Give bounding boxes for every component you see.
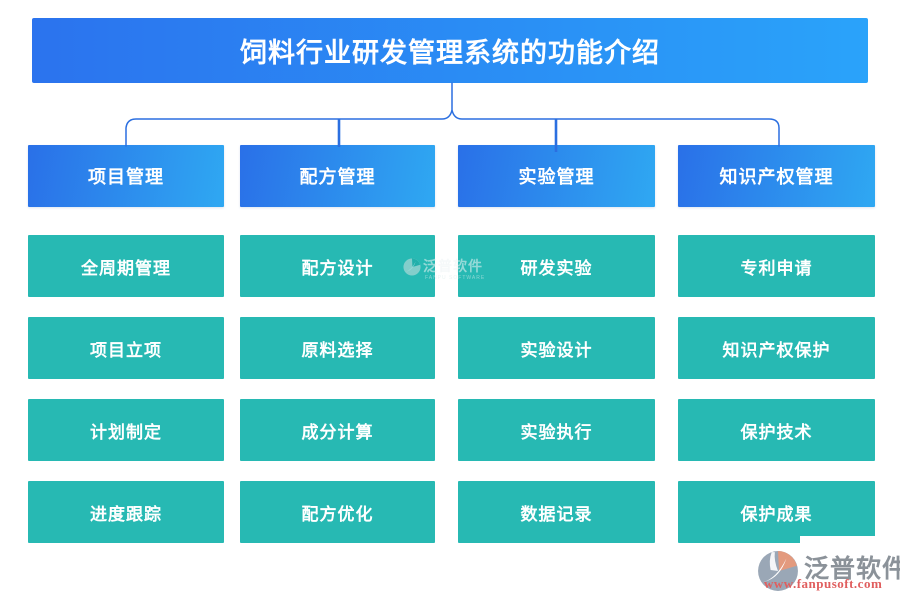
feature-box: 实验设计 (458, 317, 655, 379)
branch-header-3: 实验管理 (458, 145, 655, 207)
feature-box: 进度跟踪 (28, 481, 224, 543)
fanpu-logo-icon (758, 551, 798, 591)
feature-box: 实验执行 (458, 399, 655, 461)
feature-box: 全周期管理 (28, 235, 224, 297)
feature-box: 数据记录 (458, 481, 655, 543)
branch-header-4: 知识产权管理 (678, 145, 875, 207)
feature-box: 研发实验 (458, 235, 655, 297)
page-title: 饲料行业研发管理系统的功能介绍 (32, 18, 868, 83)
feature-box: 知识产权保护 (678, 317, 875, 379)
branch-header-2: 配方管理 (240, 145, 435, 207)
feature-box: 配方设计 (240, 235, 435, 297)
feature-box: 计划制定 (28, 399, 224, 461)
feature-box: 原料选择 (240, 317, 435, 379)
feature-box: 专利申请 (678, 235, 875, 297)
logo-backdrop (800, 536, 900, 600)
feature-box: 保护技术 (678, 399, 875, 461)
feature-box: 项目立项 (28, 317, 224, 379)
feature-box: 配方优化 (240, 481, 435, 543)
feature-box: 成分计算 (240, 399, 435, 461)
feature-box: 保护成果 (678, 481, 875, 543)
branch-header-1: 项目管理 (28, 145, 224, 207)
